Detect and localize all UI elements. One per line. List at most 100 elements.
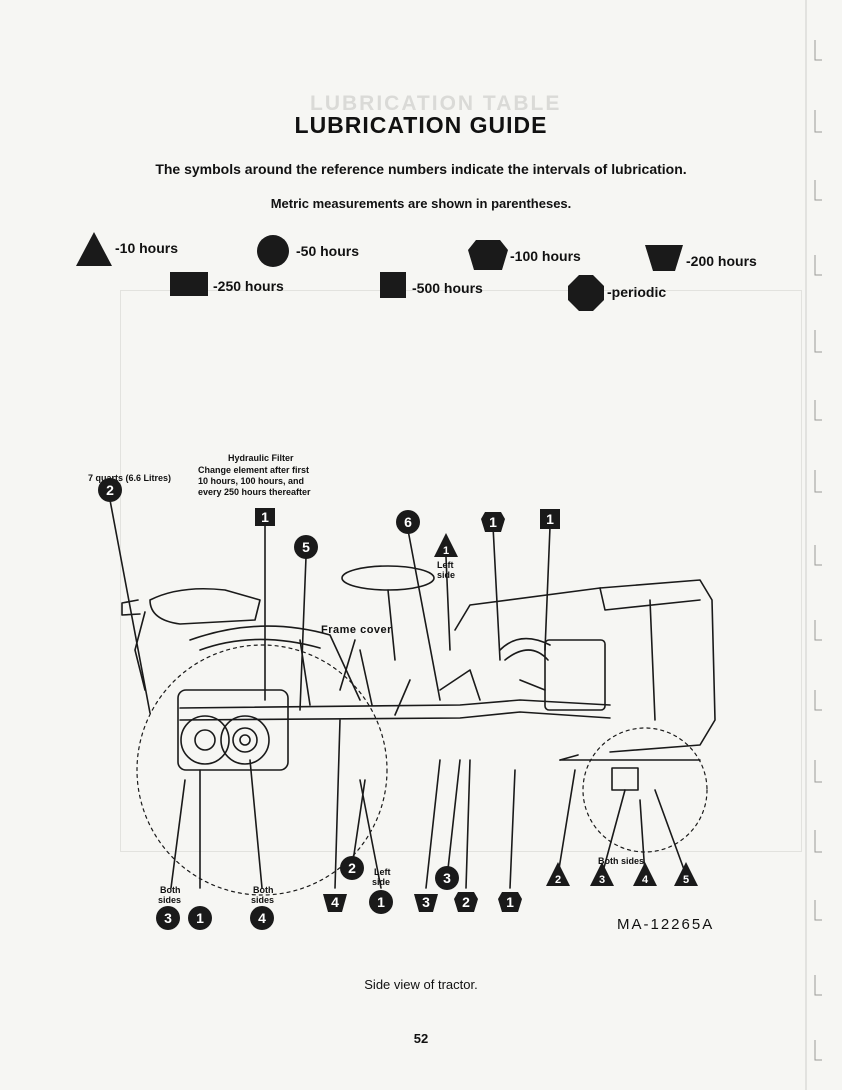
- marker-number: 3: [422, 894, 430, 910]
- page-number: 52: [413, 1031, 429, 1046]
- drawing-code: MA-12265A: [617, 916, 715, 933]
- hydraulic-filter-note-1: Change element after first: [198, 465, 310, 475]
- both-sides-label-b-2: sides: [251, 895, 275, 905]
- marker-number: 2: [348, 860, 356, 876]
- both-sides-label-a-1: Both: [160, 885, 181, 895]
- left-side-label-bottom-2: side: [372, 877, 391, 887]
- marker-number: 2: [555, 874, 561, 886]
- circle-marker-14: 1: [369, 890, 393, 914]
- marker-number: 5: [683, 874, 689, 886]
- circle-icon: 3: [156, 906, 180, 930]
- marker-number: 5: [302, 539, 310, 555]
- marker-number: 1: [443, 545, 449, 557]
- marker-number: 1: [506, 894, 514, 910]
- legend-label-100-hours: -100 hours: [510, 248, 581, 264]
- trapezoid-marker-15: 3: [414, 890, 438, 914]
- both-sides-label-b-1: Both: [253, 885, 274, 895]
- triangle-icon: 1: [434, 533, 458, 557]
- both-sides-label-a-2: sides: [158, 895, 182, 905]
- trapezoid-marker-13: 4: [323, 890, 347, 914]
- keystone-marker-16: 2: [454, 890, 478, 914]
- left-side-label-top-2: side: [437, 570, 456, 580]
- trapezoid-icon: 3: [414, 894, 438, 912]
- legend-label-200-hours: -200 hours: [686, 253, 757, 269]
- triangle-icon: 2: [546, 862, 570, 886]
- marker-number: 3: [599, 874, 605, 886]
- keystone-marker-6: 1: [481, 510, 505, 534]
- trapezoid-icon: 4: [323, 894, 347, 912]
- marker-number: 1: [261, 509, 269, 525]
- wide-rectangle-icon: [170, 272, 208, 296]
- circle-icon: 1: [188, 906, 212, 930]
- marker-number: 1: [377, 894, 385, 910]
- circle-icon: 5: [294, 535, 318, 559]
- octagon-icon: [568, 275, 604, 311]
- circle-marker-8: 2: [340, 856, 364, 880]
- triangle-icon: [76, 232, 112, 266]
- circle-marker-12: 4: [250, 906, 274, 930]
- keystone-icon: 1: [498, 892, 522, 912]
- marker-number: 1: [546, 511, 554, 527]
- capacity-callout: 7 quarts (6.6 Litres): [88, 473, 172, 483]
- triangle-marker-20: 4: [633, 862, 657, 886]
- keystone-marker-17: 1: [498, 890, 522, 914]
- circle-icon: 3: [435, 866, 459, 890]
- keystone-icon: 1: [481, 512, 505, 532]
- frame-cover-label: Frame cover: [321, 624, 392, 636]
- triangle-icon: 3: [590, 862, 614, 886]
- hydraulic-filter-title: Hydraulic Filter: [228, 453, 294, 463]
- wide-rectangle-icon: 1: [255, 508, 275, 526]
- triangle-icon: 4: [633, 862, 657, 886]
- square-marker-7: 1: [538, 507, 562, 531]
- marker-number: 3: [164, 910, 172, 926]
- circle-marker-4: 5: [294, 535, 318, 559]
- page-title: LUBRICATION GUIDE: [294, 112, 548, 138]
- triangle-marker-18: 2: [546, 862, 570, 886]
- intro-text: The symbols around the reference numbers…: [155, 161, 687, 177]
- marker-number: 4: [258, 910, 266, 926]
- circle-icon: [257, 235, 289, 267]
- keystone-icon: [468, 240, 508, 270]
- square-icon: 1: [540, 509, 560, 529]
- square-icon: [380, 272, 406, 298]
- legend-label-250-hours: -250 hours: [213, 278, 284, 294]
- circle-icon: 6: [396, 510, 420, 534]
- marker-number: 4: [331, 894, 339, 910]
- marker-number: 1: [489, 514, 497, 530]
- marker-number: 1: [196, 910, 204, 926]
- figure-caption: Side view of tractor.: [364, 977, 478, 992]
- both-sides-label-right: Both sides: [598, 856, 645, 866]
- hydraulic-filter-note-3: every 250 hours thereafter: [198, 487, 311, 497]
- left-side-label-top-1: Left: [437, 560, 454, 570]
- marker-number: 2: [462, 894, 470, 910]
- legend-label-50-hours: -50 hours: [296, 243, 360, 259]
- hydraulic-filter-note-2: 10 hours, 100 hours, and: [198, 476, 305, 486]
- triangle-marker-19: 3: [590, 862, 614, 886]
- circle-marker-9: 3: [435, 866, 459, 890]
- circle-icon: 4: [250, 906, 274, 930]
- triangle-marker-21: 5: [674, 862, 698, 886]
- circle-marker-3: 6: [396, 510, 420, 534]
- circle-icon: 2: [340, 856, 364, 880]
- trapezoid-icon: [645, 245, 683, 271]
- circle-icon: 1: [369, 890, 393, 914]
- legend-label-500-hours: -500 hours: [412, 280, 483, 296]
- marker-number: 3: [443, 870, 451, 886]
- wide-rectangle-marker-2: 1: [253, 505, 277, 529]
- triangle-marker-5: 1: [434, 533, 458, 557]
- legend-label-10-hours: -10 hours: [115, 240, 179, 256]
- left-side-label-bottom-1: Left: [374, 867, 391, 877]
- triangle-icon: 5: [674, 862, 698, 886]
- bleed-through-block: [120, 290, 802, 852]
- metric-note: Metric measurements are shown in parenth…: [270, 196, 572, 211]
- circle-marker-10: 3: [156, 906, 180, 930]
- legend-label-periodic: -periodic: [607, 284, 667, 300]
- keystone-icon: 2: [454, 892, 478, 912]
- marker-number: 4: [642, 874, 649, 886]
- circle-marker-11: 1: [188, 906, 212, 930]
- marker-number: 6: [404, 514, 412, 530]
- circle-icon: 2: [98, 478, 122, 502]
- bleed-through-text: LUBRICATION TABLE: [310, 92, 562, 115]
